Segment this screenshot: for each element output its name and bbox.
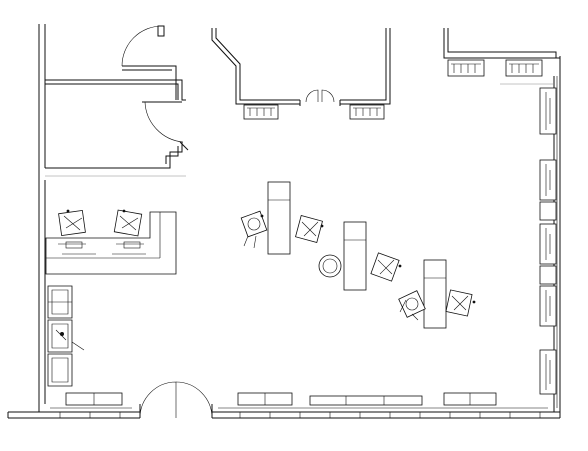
island-desk	[267, 181, 291, 255]
sink-counter	[447, 59, 485, 77]
lounge-chair	[47, 285, 73, 319]
cabinet-units	[539, 87, 557, 395]
reception-desk	[45, 211, 177, 275]
swivel-chair	[445, 289, 476, 317]
north-entry-vestibule	[211, 28, 391, 120]
wall-bench	[443, 392, 497, 406]
sink-counter	[349, 104, 385, 120]
swivel-chair	[240, 210, 268, 249]
reception-chair	[58, 209, 86, 237]
exterior-walls	[7, 24, 561, 419]
pendant-table	[318, 254, 342, 278]
wall-bench	[65, 392, 123, 406]
island-desk	[423, 259, 447, 329]
sink-counter	[243, 104, 279, 120]
wall-bench	[237, 392, 293, 406]
east-work-wing	[447, 59, 557, 395]
sink-counter	[505, 59, 543, 77]
reception-chair	[113, 209, 143, 237]
south-entrance-door	[139, 381, 213, 419]
island-desk	[343, 221, 367, 291]
grid-guides	[45, 83, 554, 177]
swivel-chair	[370, 252, 402, 282]
wall-bench	[309, 395, 423, 406]
west-private-office	[45, 25, 189, 169]
swivel-chair	[295, 215, 324, 243]
lounge-chair	[47, 353, 73, 387]
swivel-chair	[398, 290, 426, 321]
lounge-chair	[47, 319, 85, 353]
